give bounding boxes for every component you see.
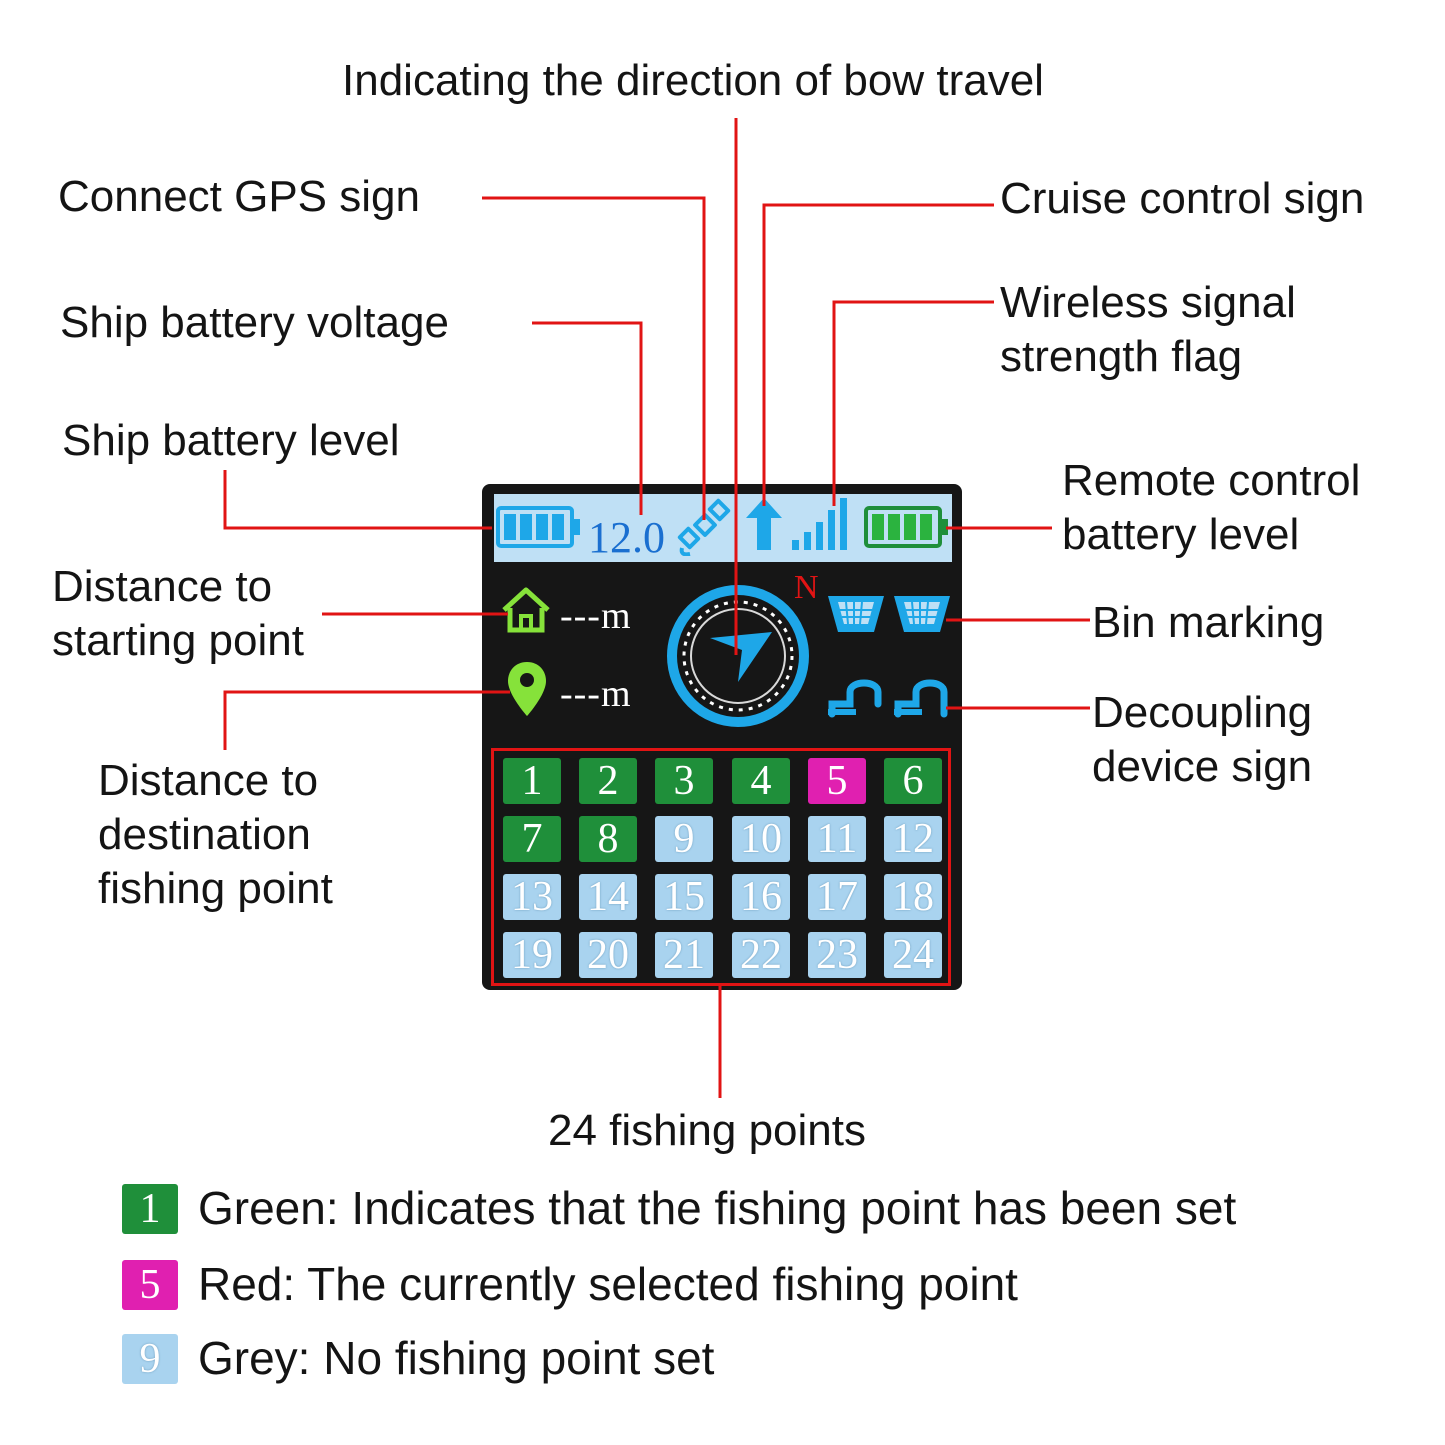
leader-line-wireless	[832, 300, 994, 506]
fishing-point-tile-6[interactable]: 6	[884, 758, 942, 804]
fishing-point-tile-21[interactable]: 21	[655, 932, 713, 978]
compass-north-label: N	[794, 569, 819, 606]
fishing-point-tile-2[interactable]: 2	[579, 758, 637, 804]
home-icon	[502, 587, 550, 633]
label-battery-voltage: Ship battery voltage	[60, 298, 449, 347]
fishing-points-grid-frame	[491, 748, 951, 986]
legend-text: Red: The currently selected fishing poin…	[198, 1258, 1018, 1310]
fishing-point-tile-12[interactable]: 12	[884, 816, 942, 862]
label-gps: Connect GPS sign	[58, 172, 420, 221]
battery-voltage-value: 12.0	[588, 513, 665, 562]
distance-destination-value: ---m	[560, 673, 632, 715]
fishing-point-tile-11[interactable]: 11	[808, 816, 866, 862]
fishing-point-tile-1[interactable]: 1	[503, 758, 561, 804]
label-bin: Bin marking	[1092, 598, 1325, 647]
device-screen	[482, 484, 962, 990]
fishing-point-tile-15[interactable]: 15	[655, 874, 713, 920]
bin-icon	[894, 596, 950, 632]
cruise-arrow-icon	[746, 498, 782, 550]
legend-text: Green: Indicates that the fishing point …	[198, 1182, 1237, 1234]
decoupling-icon	[828, 679, 882, 718]
distance-start-value: ---m	[560, 595, 632, 637]
fishing-point-tile-20[interactable]: 20	[579, 932, 637, 978]
label-bow-direction: Indicating the direction of bow travel	[342, 56, 1044, 105]
signal-bars-icon	[792, 498, 847, 550]
fishing-point-tile-23[interactable]: 23	[808, 932, 866, 978]
fishing-point-tile-8[interactable]: 8	[579, 816, 637, 862]
location-pin-icon	[508, 662, 546, 716]
fishing-point-tile-5[interactable]: 5	[808, 758, 866, 804]
fishing-point-tile-10[interactable]: 10	[732, 816, 790, 862]
leader-line-battery-level	[223, 470, 492, 530]
fishing-point-tile-16[interactable]: 16	[732, 874, 790, 920]
fishing-point-tile-14[interactable]: 14	[579, 874, 637, 920]
battery-icon	[496, 506, 580, 548]
legend-swatch: 1	[122, 1184, 178, 1234]
gps-satellite-icon	[677, 498, 731, 556]
remote-battery-icon	[864, 506, 948, 548]
leader-line-gps	[482, 196, 706, 520]
fishing-point-tile-4[interactable]: 4	[732, 758, 790, 804]
bin-icon	[828, 596, 884, 632]
label-cruise: Cruise control sign	[1000, 174, 1365, 223]
label-battery-level: Ship battery level	[62, 416, 400, 465]
compass-icon	[667, 585, 809, 727]
decoupling-icon	[894, 679, 948, 718]
leader-line-cruise	[762, 203, 994, 506]
fishing-point-tile-7[interactable]: 7	[503, 816, 561, 862]
fishing-point-tile-22[interactable]: 22	[732, 932, 790, 978]
fishing-point-tile-3[interactable]: 3	[655, 758, 713, 804]
fishing-point-tile-18[interactable]: 18	[884, 874, 942, 920]
legend-swatch: 9	[122, 1334, 178, 1384]
fishing-point-tile-9[interactable]: 9	[655, 816, 713, 862]
fishing-point-tile-17[interactable]: 17	[808, 874, 866, 920]
label-24-points: 24 fishing points	[548, 1106, 866, 1155]
legend-swatch: 5	[122, 1260, 178, 1310]
leader-line-distance-destination	[223, 690, 510, 750]
fishing-point-tile-24[interactable]: 24	[884, 932, 942, 978]
legend-text: Grey: No fishing point set	[198, 1332, 715, 1384]
fishing-point-tile-19[interactable]: 19	[503, 932, 561, 978]
fishing-point-tile-13[interactable]: 13	[503, 874, 561, 920]
